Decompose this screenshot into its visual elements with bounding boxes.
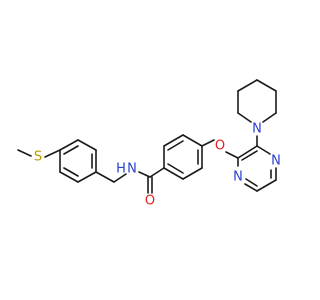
- bonds: [17, 79, 277, 194]
- bond-ch3-s: [17, 149, 32, 157]
- bond-n-co: [138, 171, 151, 178]
- piperidine-ring: [237, 79, 277, 123]
- sulfur-atom-label: S: [34, 150, 42, 165]
- structure-canvas: S N H O O N N N: [17, 79, 281, 209]
- carbonyl-oxygen-label: O: [145, 194, 155, 209]
- bond-o-pyrazine: [225, 151, 239, 159]
- bond-co-ring: [149, 167, 165, 178]
- amide-hydrogen-label: H: [116, 162, 126, 177]
- bond-ring-ch2: [95, 171, 115, 183]
- bond-ch2-n: [113, 173, 127, 183]
- benzene-ring-left: [59, 139, 97, 183]
- bond-ring-o: [201, 139, 215, 147]
- pyrazine-ring: [237, 145, 277, 192]
- atom-labels: S N H O O N N N: [34, 122, 281, 209]
- benzene-ring-center: [163, 134, 203, 180]
- amide-nitrogen-label: N: [127, 162, 137, 177]
- pyrazine-nitrogen-2-label: N: [233, 170, 243, 185]
- piperidine-nitrogen-label: N: [252, 122, 262, 137]
- pyrazine-nitrogen-1-label: N: [271, 154, 281, 169]
- ether-oxygen-label: O: [215, 139, 225, 154]
- bond-s-ring: [44, 149, 61, 158]
- molecule-drawing: S N H O O N N N: [17, 79, 281, 209]
